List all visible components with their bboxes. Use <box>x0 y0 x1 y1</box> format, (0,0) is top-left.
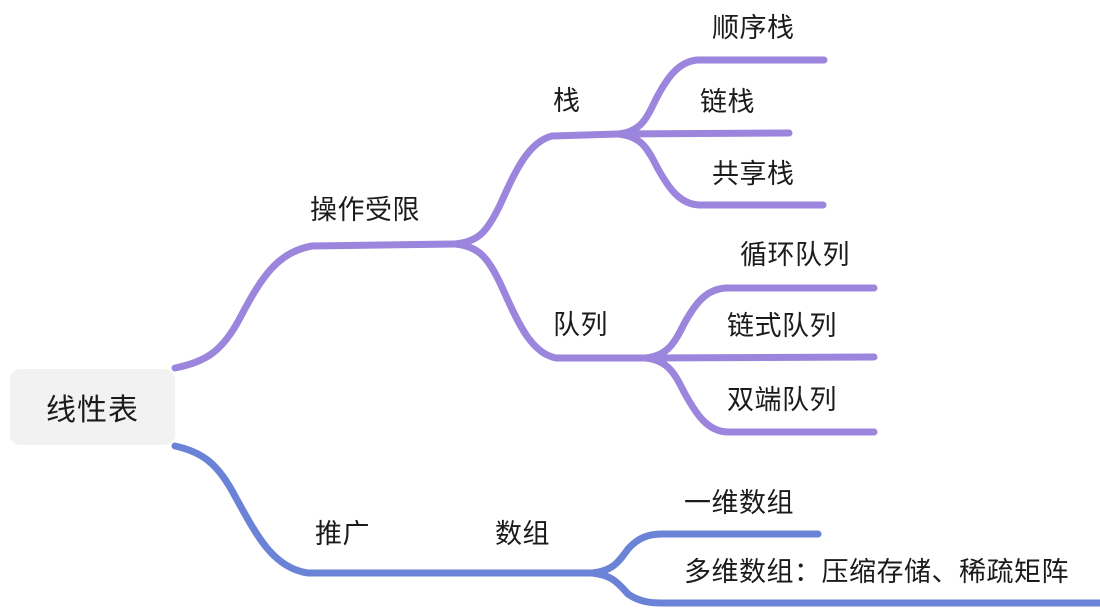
leaf-linked-stack-label: 链栈 <box>700 87 755 117</box>
leaf-sequential-stack-label: 顺序栈 <box>712 13 795 43</box>
leaf-linked-stack[interactable]: 链栈 <box>700 89 755 116</box>
branch-line-root-to-extension <box>171 442 596 577</box>
node-array-label: 数组 <box>495 519 550 549</box>
leaf-linked-queue-label: 链式队列 <box>727 311 837 341</box>
leaf-deque-label: 双端队列 <box>727 385 837 415</box>
node-extension[interactable]: 推广 <box>315 521 370 548</box>
branch-line-operation-restricted-to-stack <box>451 130 622 248</box>
leaf-circular-queue-label: 循环队列 <box>740 240 850 270</box>
branch-line-array-to-multi-dimensional-array <box>588 569 1100 607</box>
leaf-one-dimensional-array-label: 一维数组 <box>684 488 794 518</box>
root-node-label: 线性表 <box>46 394 139 427</box>
node-operation-restricted[interactable]: 操作受限 <box>310 197 420 224</box>
node-extension-label: 推广 <box>315 519 370 549</box>
branch-line-queue-to-linked-queue <box>641 353 878 362</box>
branch-line-stack-to-linked-stack <box>614 129 793 138</box>
leaf-circular-queue[interactable]: 循环队列 <box>740 242 850 269</box>
node-stack[interactable]: 栈 <box>553 88 581 115</box>
node-queue[interactable]: 队列 <box>553 312 608 339</box>
leaf-multi-dimensional-array-label: 多维数组：压缩存储、稀疏矩阵 <box>684 557 1069 587</box>
leaf-linked-queue[interactable]: 链式队列 <box>727 313 837 340</box>
node-queue-label: 队列 <box>553 310 608 340</box>
branch-line-queue-to-circular-queue <box>641 284 878 362</box>
root-node-linear-list[interactable]: 线性表 <box>10 369 175 445</box>
branch-line-root-to-operation-restricted <box>171 240 459 372</box>
leaf-sequential-stack[interactable]: 顺序栈 <box>712 15 795 42</box>
leaf-shared-stack[interactable]: 共享栈 <box>712 161 795 188</box>
leaf-shared-stack-label: 共享栈 <box>712 159 795 189</box>
node-array[interactable]: 数组 <box>495 521 550 548</box>
leaf-one-dimensional-array[interactable]: 一维数组 <box>684 490 794 517</box>
branch-line-operation-restricted-to-queue <box>451 240 649 362</box>
branch-line-array-to-one-dimensional-array <box>588 530 822 577</box>
branch-line-stack-to-shared-stack <box>614 130 827 209</box>
node-stack-label: 栈 <box>553 86 581 116</box>
branch-line-queue-to-deque <box>641 354 878 436</box>
leaf-multi-dimensional-array[interactable]: 多维数组：压缩存储、稀疏矩阵 <box>684 559 1069 586</box>
leaf-deque[interactable]: 双端队列 <box>727 387 837 414</box>
node-operation-restricted-label: 操作受限 <box>310 195 420 225</box>
branch-line-stack-to-sequential-stack <box>614 56 828 138</box>
